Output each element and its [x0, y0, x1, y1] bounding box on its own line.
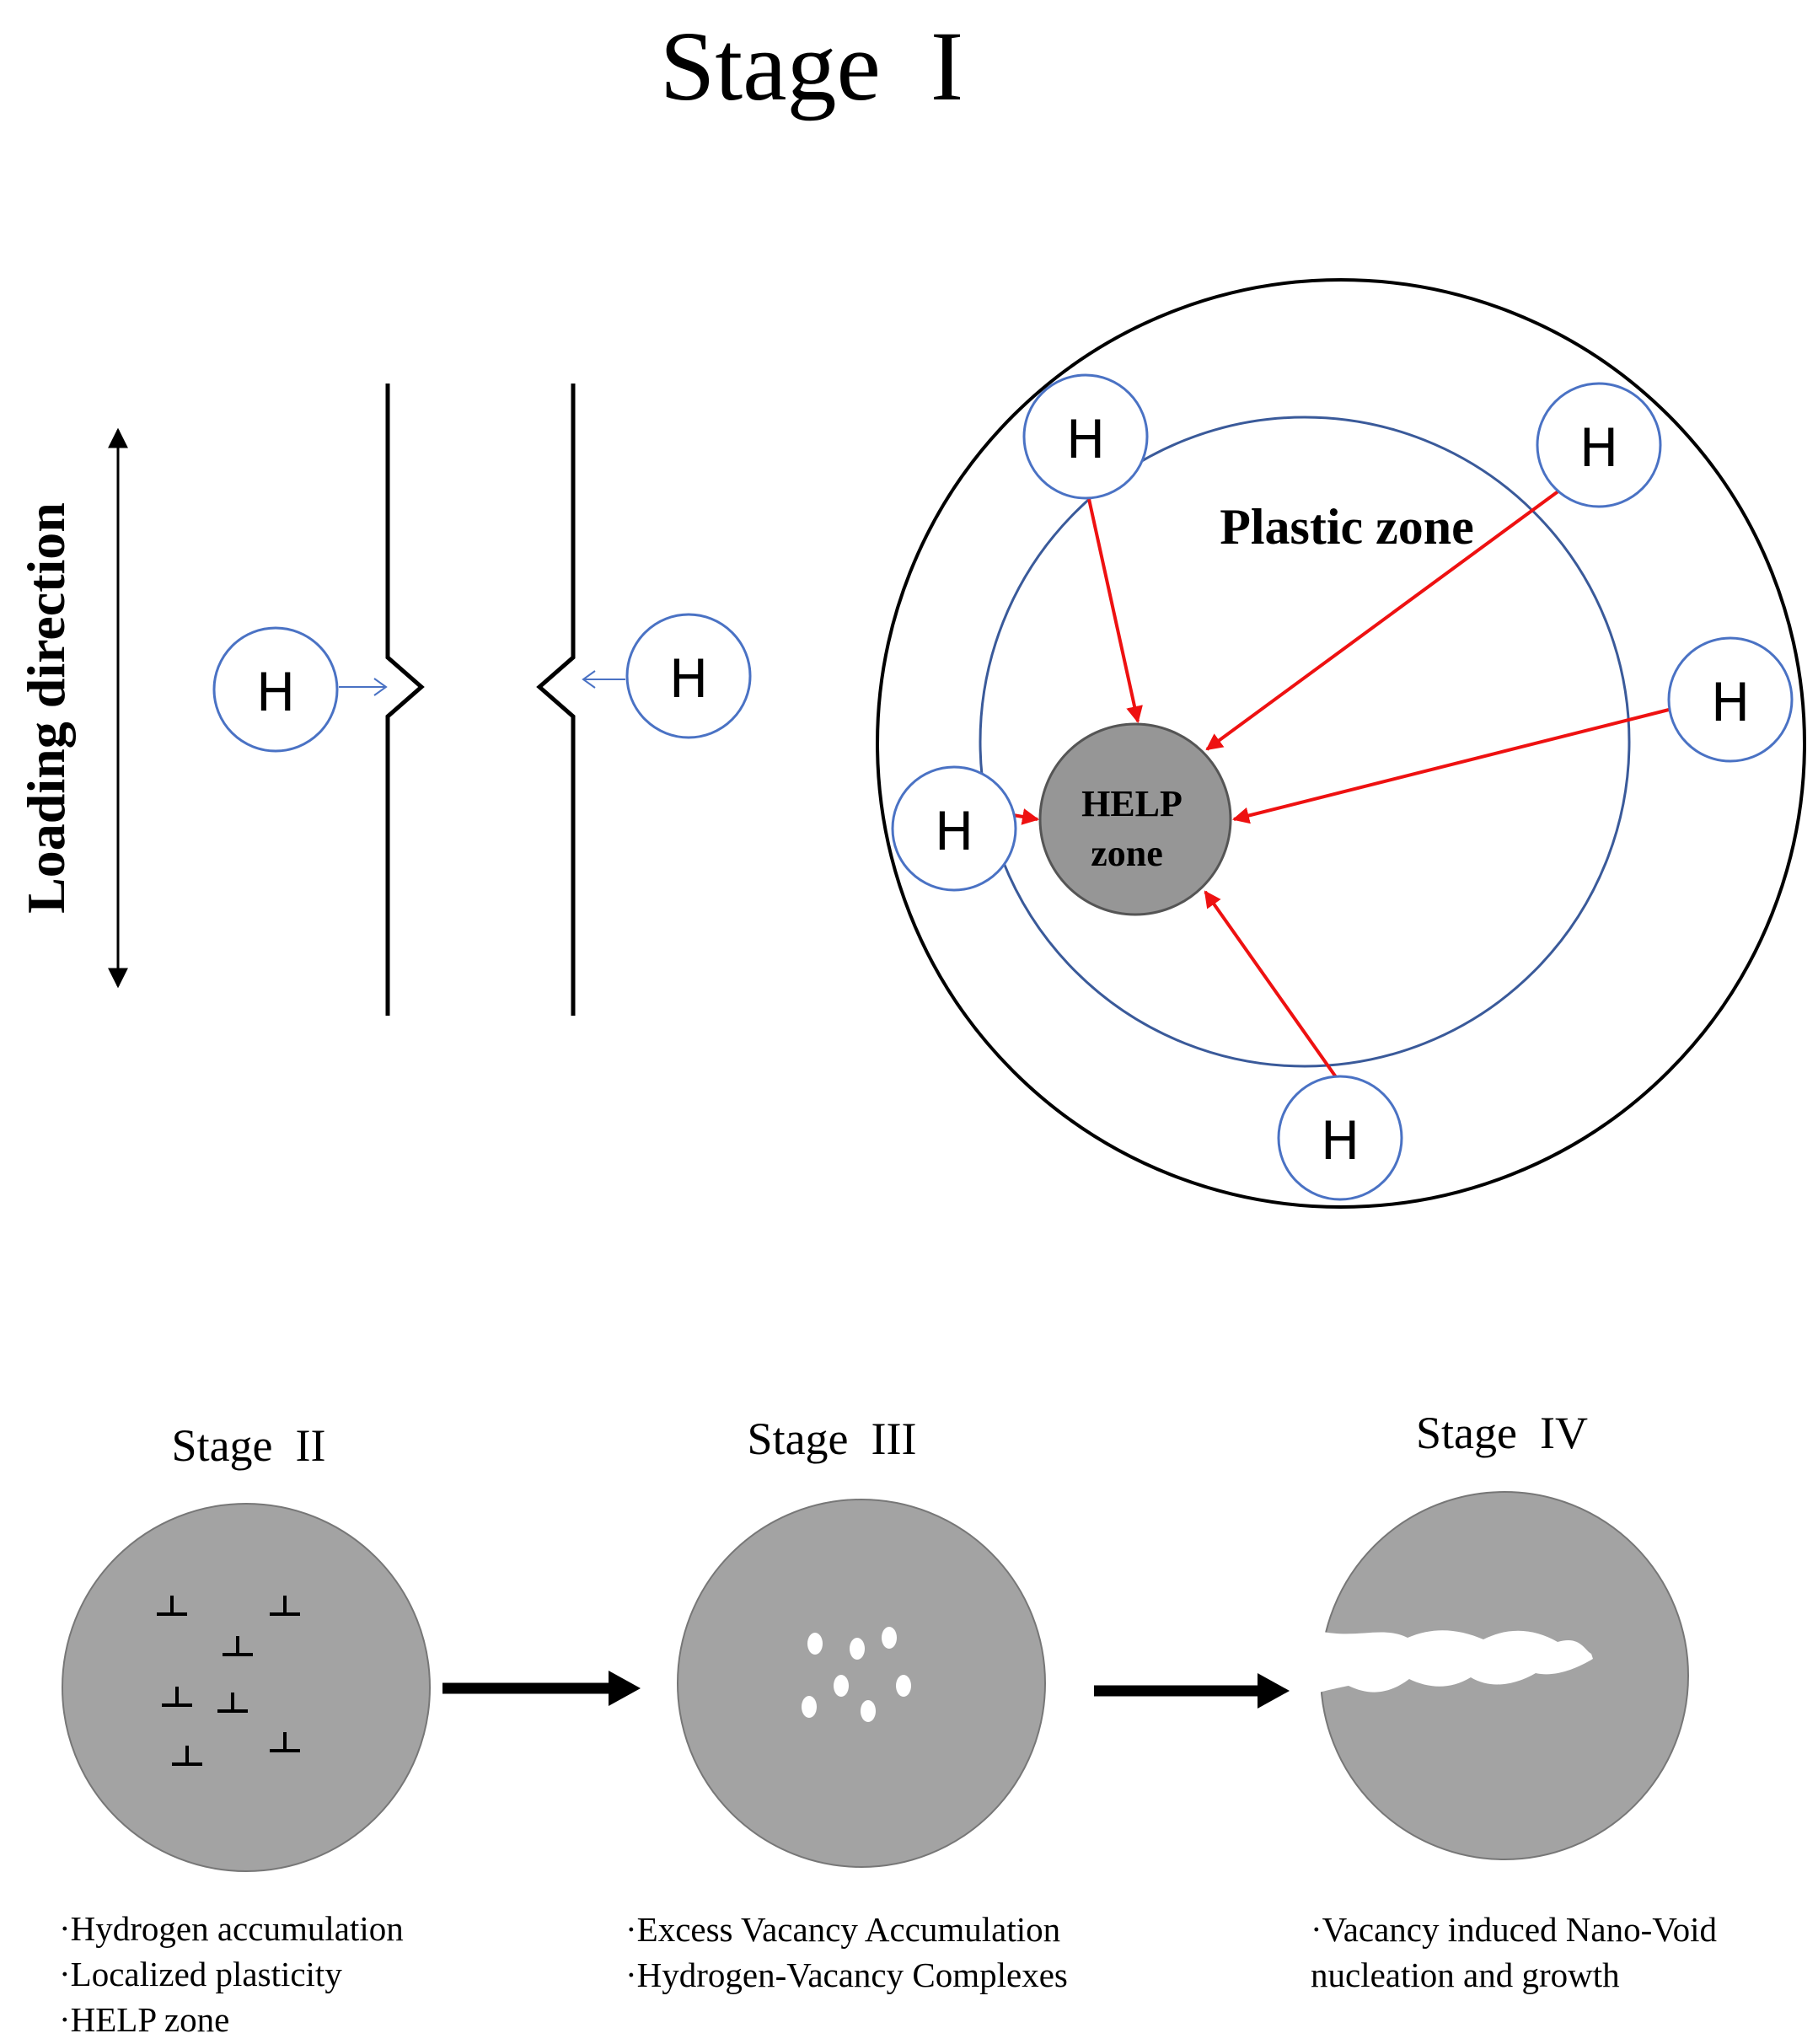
specimen-right-edge	[536, 384, 576, 1016]
hydrogen-symbol: H	[1711, 672, 1751, 733]
hydrogen-atom: H	[1022, 373, 1149, 500]
hydrogen-symbol: H	[669, 648, 709, 710]
help-zone-label-line2: zone	[1091, 833, 1163, 874]
hydrogen-flow-arrow	[339, 678, 388, 696]
loading-direction-label: Loading direction	[16, 502, 76, 914]
notched-specimen	[385, 384, 576, 1016]
progression-arrow	[442, 1671, 641, 1706]
vacancy-icon	[834, 1675, 849, 1697]
diffusion-arrow	[1205, 489, 1561, 751]
hydrogen-atom: H	[1536, 382, 1662, 508]
help-zone: HELP zone	[1038, 722, 1232, 916]
dislocation-symbols	[157, 1596, 300, 1766]
stage2-note: ·HELP zone	[59, 2000, 229, 2039]
hydrogen-symbol: H	[1321, 1110, 1360, 1172]
diffusion-arrow	[1087, 498, 1143, 723]
dislocation-icon	[157, 1596, 187, 1616]
stage2-grain	[62, 1503, 431, 1872]
dislocation-icon	[172, 1746, 202, 1766]
diffusion-arrow	[1232, 708, 1670, 824]
hydrogen-diffusion-arrows	[968, 489, 1670, 1082]
hydrogen-atom: H	[1277, 1075, 1403, 1201]
crack-tip-region	[876, 278, 1806, 1209]
hydrogen-atom-left: H	[212, 626, 339, 753]
stage4-note: ·Vacancy induced Nano-Void	[1311, 1910, 1717, 1949]
vacancy-clusters	[802, 1627, 911, 1722]
diffusion-arrow	[1204, 890, 1340, 1082]
hydrogen-symbol: H	[1066, 409, 1106, 470]
stage4-grain	[1319, 1491, 1689, 1860]
hydrogen-symbol: H	[1579, 417, 1619, 479]
hydrogen-symbol: H	[256, 662, 296, 723]
stage2-note: ·Localized plasticity	[59, 1955, 342, 1993]
stage3-note: ·Excess Vacancy Accumulation	[625, 1910, 1060, 1949]
nano-void-crack	[1319, 1630, 1593, 1693]
dislocation-icon	[217, 1693, 248, 1713]
stage4-note: nucleation and growth	[1311, 1955, 1620, 1994]
plastic-zone-boundary	[979, 416, 1631, 1068]
specimen-left-edge	[385, 384, 425, 1016]
stage3-note: ·Hydrogen-Vacancy Complexes	[625, 1955, 1068, 1994]
hydrogen-flow-arrow	[582, 670, 625, 689]
stage3-grain	[677, 1499, 1046, 1868]
vacancy-icon	[802, 1696, 817, 1718]
stage2-note: ·Hydrogen accumulation	[59, 1909, 404, 1948]
stage2-title: Stage II	[172, 1420, 326, 1471]
vacancy-icon	[861, 1700, 876, 1722]
plastic-zone-label: Plastic zone	[1220, 499, 1474, 555]
hydrogen-atom-right: H	[625, 613, 752, 739]
vacancy-icon	[896, 1675, 911, 1697]
help-zone-label-line1: HELP	[1081, 783, 1183, 824]
dislocation-icon	[223, 1636, 253, 1656]
stage1-title: Stage I	[660, 11, 963, 121]
hydrogen-atom: H	[891, 765, 1017, 892]
progression-arrow	[1094, 1673, 1290, 1709]
hydrogen-symbol: H	[935, 801, 974, 862]
dislocation-icon	[162, 1687, 192, 1707]
vacancy-icon	[882, 1627, 897, 1649]
vacancy-icon	[807, 1633, 823, 1655]
stage3-title: Stage III	[748, 1414, 917, 1464]
dislocation-icon	[270, 1732, 300, 1752]
dislocation-icon	[270, 1596, 300, 1616]
vacancy-icon	[850, 1638, 865, 1660]
hydrogen-atom: H	[1667, 636, 1794, 763]
stage4-title: Stage IV	[1416, 1408, 1588, 1458]
